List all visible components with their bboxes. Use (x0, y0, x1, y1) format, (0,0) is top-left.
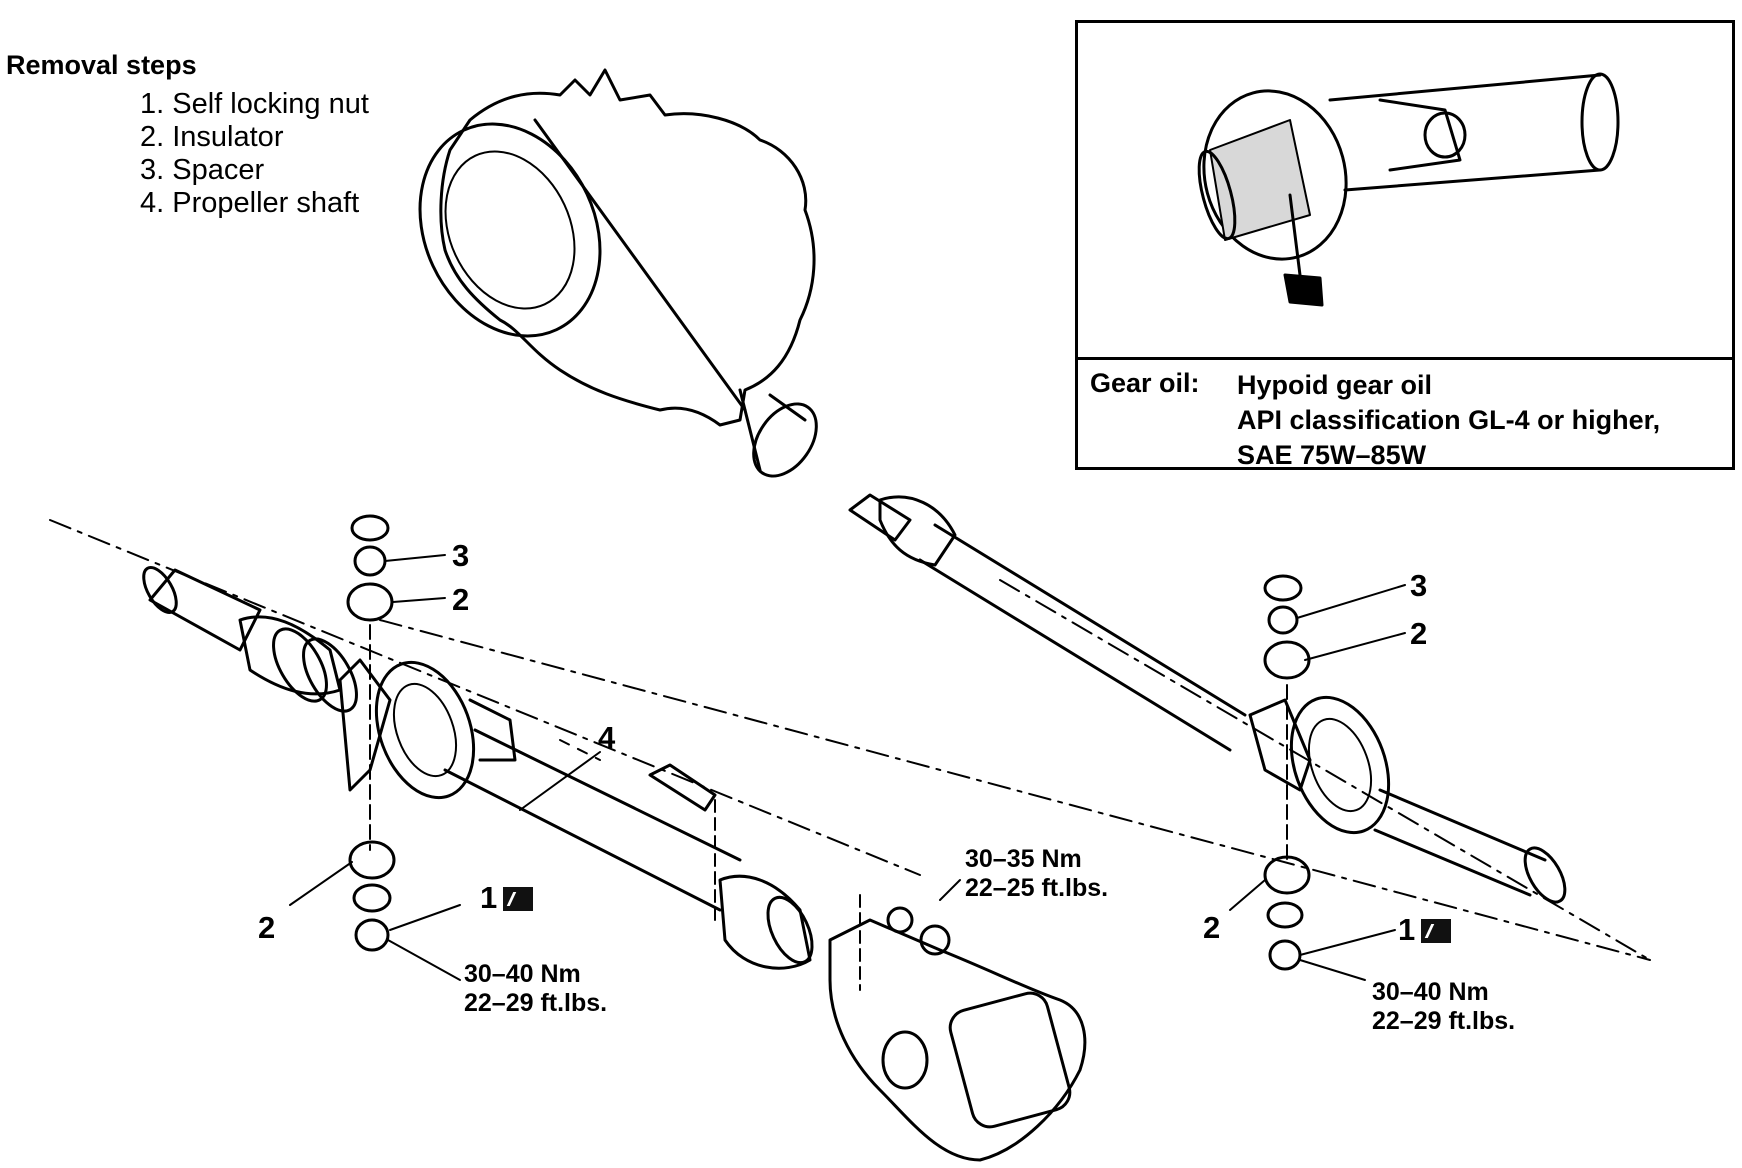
rear-differential (828, 894, 1087, 1162)
gear-oil-spec: Hypoid gear oil API classification GL-4 … (1237, 368, 1660, 473)
self-locking-nut-replace-icon (1421, 919, 1452, 943)
callout-left-nut: 1 (480, 880, 534, 916)
inset-divider (1078, 357, 1732, 360)
torque-value: 30–35 Nm (965, 845, 1082, 873)
bolt (648, 763, 717, 921)
callout-right-insulator-top: 2 (1410, 616, 1428, 651)
torque-value: 22–29 ft.lbs. (1372, 1007, 1516, 1035)
callout-left-spacer: 3 (452, 538, 470, 573)
gear-oil-line: API classification GL-4 or higher, (1237, 405, 1661, 435)
callout-right-spacer: 3 (1410, 568, 1428, 603)
removal-step: 4. Propeller shaft (140, 187, 360, 219)
torque-value: 22–25 ft.lbs. (965, 874, 1109, 902)
gear-oil-label: Gear oil: (1090, 368, 1200, 398)
callout-left-propeller-shaft: 4 (598, 720, 616, 755)
removal-step: 1. Self locking nut (140, 88, 369, 120)
right-mount-stack (1263, 574, 1311, 971)
torque-right-nut: 30–40 Nm 22–29 ft.lbs. (1372, 978, 1515, 1036)
removal-steps-list: 1. Self locking nut 2. Insulator 3. Spac… (140, 88, 369, 220)
torque-rear-bolt: 30–35 Nm 22–25 ft.lbs. (965, 845, 1108, 903)
inset-yoke-detail (1197, 72, 1620, 307)
removal-step: 2. Insulator (140, 121, 284, 153)
gear-oil-inset: Gear oil: Hypoid gear oil API classifica… (1075, 20, 1735, 470)
gear-oil-line: SAE 75W–85W (1237, 440, 1427, 470)
transmission-housing (418, 68, 818, 478)
callout-left-insulator-bottom: 2 (258, 910, 276, 945)
left-propeller-shaft (49, 519, 921, 970)
callout-right-nut: 1 (1398, 912, 1452, 948)
torque-left-nut: 30–40 Nm 22–29 ft.lbs. (464, 960, 607, 1018)
callout-left-nut-number: 1 (480, 880, 498, 915)
callout-right-nut-number: 1 (1398, 912, 1416, 947)
torque-value: 30–40 Nm (464, 960, 581, 988)
gear-oil-line: Hypoid gear oil (1237, 370, 1433, 400)
callout-left-insulator-top: 2 (452, 582, 470, 617)
leader-lines (289, 554, 1406, 981)
callout-right-insulator-bottom: 2 (1203, 910, 1221, 945)
torque-value: 30–40 Nm (1372, 978, 1489, 1006)
left-mount-stack (346, 514, 396, 952)
removal-steps-title: Removal steps (6, 50, 197, 80)
right-propeller-shaft (379, 493, 1651, 961)
torque-value: 22–29 ft.lbs. (464, 989, 608, 1017)
removal-step: 3. Spacer (140, 154, 265, 186)
self-locking-nut-replace-icon (503, 887, 534, 911)
